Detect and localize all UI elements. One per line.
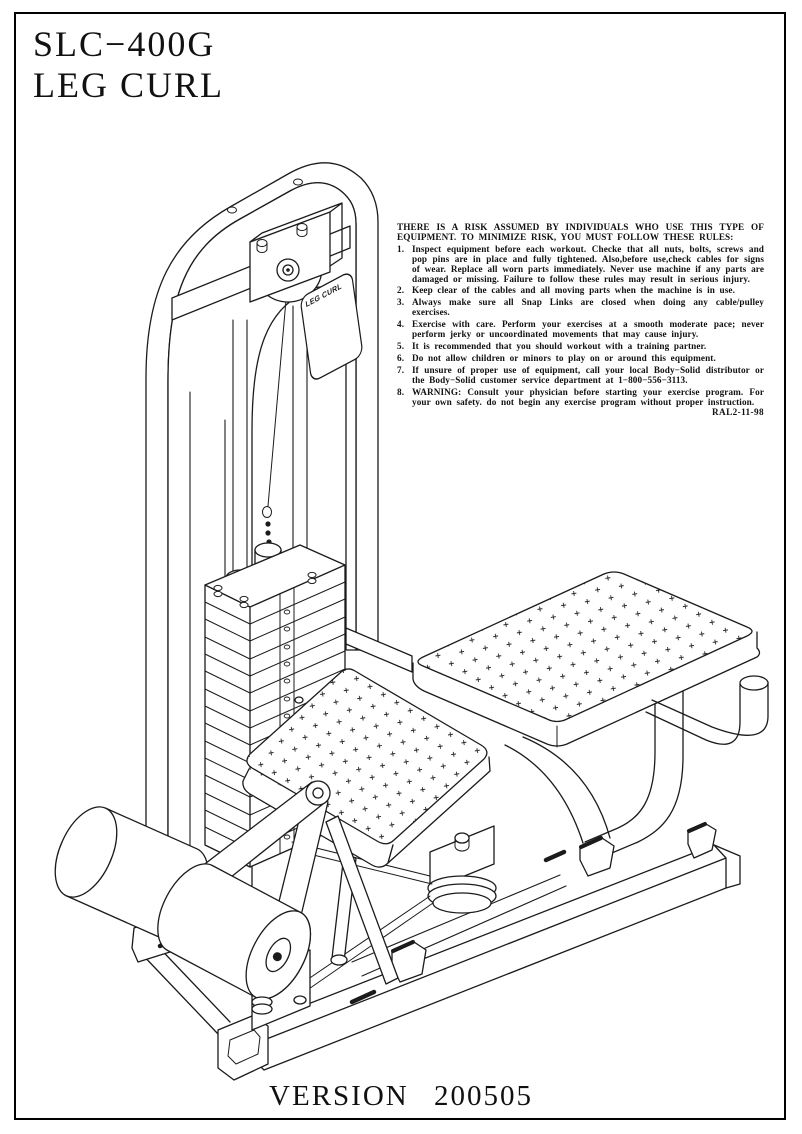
rear-upright (584, 689, 684, 859)
guide-rods (232, 305, 308, 573)
rule-text: WARNING: Consult your physician before s… (412, 386, 764, 407)
weight-pin (294, 696, 304, 704)
product-title: LEG CURL (33, 65, 224, 105)
warning-block: THERE IS A RISK ASSUMED BY INDIVIDUALS W… (397, 222, 764, 418)
chain-snap-link (262, 506, 272, 545)
version-line: VERSION 200505 (269, 1080, 533, 1112)
bench-pad (412, 571, 761, 748)
warning-rule: 2. Keep clear of the cables and all movi… (397, 286, 764, 296)
rule-number: 1. (397, 243, 405, 254)
top-pulley (227, 178, 343, 303)
top-plate-bolts (213, 571, 317, 609)
placard: LEG CURL (300, 273, 363, 380)
rule-number: 8. (397, 386, 405, 397)
rule-number: 7. (397, 364, 405, 375)
rule-number: 3. (397, 297, 405, 308)
diagonal-brace (325, 815, 399, 985)
warning-rule: 4. Exercise with care. Perform your exer… (397, 319, 764, 340)
top-cable (267, 299, 287, 507)
pivot-washers (251, 996, 273, 1015)
page-border (14, 12, 786, 1120)
revision-code: RAL2-11-98 (712, 407, 764, 418)
rule-number: 5. (397, 340, 405, 351)
floor-pulley (427, 825, 497, 914)
rule-text: It is recommended that you should workou… (412, 340, 707, 351)
seat-supports (504, 736, 611, 844)
rule-number: 6. (397, 352, 405, 363)
model-title: SLC−400G (33, 24, 216, 64)
rule-text: Exercise with care. Perform your exercis… (412, 319, 764, 340)
warning-rule: 6. Do not allow children or minors to pl… (397, 352, 764, 364)
warning-rule: 8. WARNING: Consult your physician befor… (397, 386, 764, 408)
bracket-bolts (227, 178, 308, 253)
rule-text: Do not allow children or minors to play … (412, 352, 716, 363)
rule-text: Inspect equipment before each workout. C… (412, 243, 764, 284)
rule-text: If unsure of proper use of equipment, ca… (412, 364, 764, 385)
rule-text: Keep clear of the cables and all moving … (412, 285, 735, 296)
bench-connector (345, 627, 413, 673)
rule-text: Always make sure all Snap Links are clos… (412, 297, 764, 318)
warning-rule: 1. Inspect equipment before each workout… (397, 243, 764, 285)
warning-rule: 5. It is recommended that you should wor… (397, 340, 764, 352)
title-block: SLC−400G LEG CURL (33, 24, 224, 106)
rule-number: 2. (397, 285, 405, 296)
warning-rule: 7. If unsure of proper use of equipment,… (397, 364, 764, 386)
handle-bar (645, 675, 769, 745)
leg-roller-lower (157, 863, 312, 1000)
warning-header: THERE IS A RISK ASSUMED BY INDIVIDUALS W… (397, 222, 764, 242)
rule-number: 4. (397, 319, 405, 330)
warning-rule: 3. Always make sure all Snap Links are c… (397, 297, 764, 318)
